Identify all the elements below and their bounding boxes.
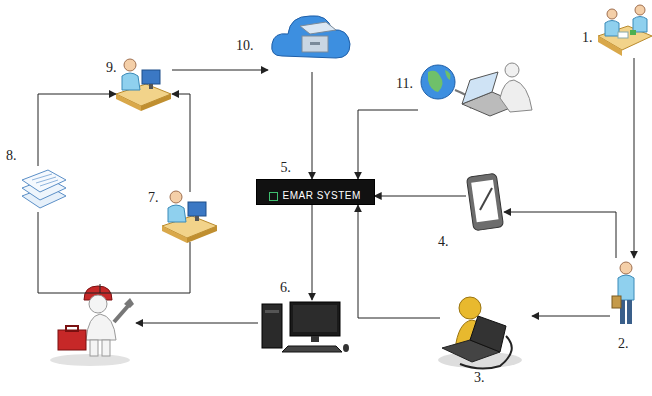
icon-node: 3. — [440, 292, 532, 366]
flow-arrow — [172, 94, 190, 192]
callout-number: 8. — [6, 148, 17, 164]
flow-arrow — [358, 205, 440, 318]
technician-icon — [438, 297, 522, 369]
worker-icon — [162, 191, 217, 243]
callout-number: 7. — [148, 190, 159, 206]
callout-number: 5. — [281, 160, 292, 176]
icon-node: 6. — [258, 300, 350, 354]
flow-arrow — [504, 212, 616, 258]
meeting-icon — [598, 5, 652, 56]
icon-node: 9. — [116, 54, 172, 110]
callout-number: 9. — [106, 60, 117, 76]
computer-icon — [262, 302, 349, 352]
icon-node: 7. — [162, 192, 218, 242]
maintenance-icon — [50, 286, 134, 366]
flow-arrow — [38, 94, 116, 166]
icon-node: 10. — [268, 12, 352, 72]
flow-arrow — [375, 196, 467, 197]
staff-icon — [612, 262, 634, 324]
flow-arrow — [172, 70, 268, 71]
maintenance-wire — [38, 212, 258, 323]
callout-number: 11. — [396, 76, 413, 92]
icon-node: 4. — [466, 172, 504, 232]
callout-number: 2. — [618, 336, 629, 352]
callout-number: 3. — [474, 370, 485, 386]
flow-arrow — [532, 316, 610, 317]
tablet-icon — [466, 173, 503, 231]
flow-arrow — [312, 72, 313, 179]
icon-node: 8. — [20, 166, 68, 212]
flow-arrow — [358, 110, 418, 179]
callout-number: 6. — [280, 280, 291, 296]
system-box: 5.EMAR SYSTEM — [256, 179, 375, 205]
system-name: EMAR SYSTEM — [267, 189, 361, 203]
callout-number: 1. — [582, 30, 593, 46]
flow-arrow — [634, 58, 635, 258]
callout-number: 4. — [438, 234, 449, 250]
internet-icon — [421, 63, 532, 116]
documents-icon — [22, 170, 66, 208]
callout-number: 10. — [236, 38, 254, 54]
icon-node: 11. — [418, 62, 536, 118]
icon-node: 2. — [610, 258, 640, 328]
worker-icon — [116, 59, 171, 111]
cloud-storage-icon — [272, 16, 350, 58]
icon-node: 1. — [598, 4, 652, 58]
flow-arrow — [312, 205, 313, 300]
